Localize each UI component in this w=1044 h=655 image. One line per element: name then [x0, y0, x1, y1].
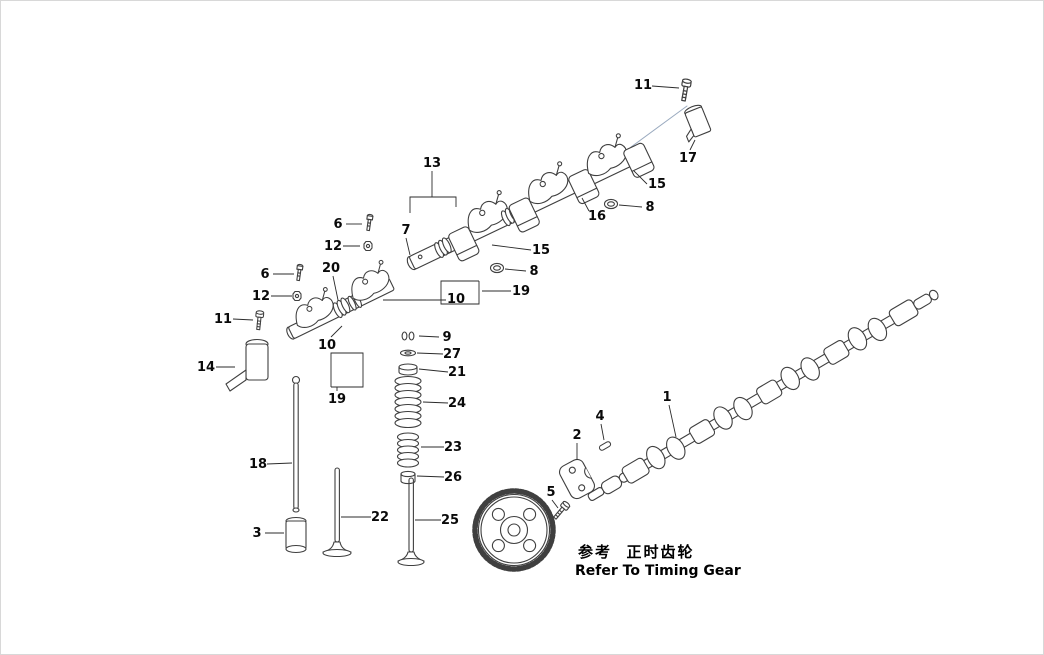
callout-label: 7 [401, 223, 410, 238]
callout-leader [618, 204, 643, 208]
woodruff-key [598, 441, 612, 451]
callout-label: 21 [448, 365, 466, 380]
callout-label: 10 [318, 338, 336, 353]
callout-label: 17 [679, 151, 697, 166]
valve-keepers [401, 331, 415, 341]
callout-leader [232, 318, 254, 321]
support-bracket [225, 338, 269, 392]
callout-label: 18 [249, 457, 267, 472]
lock-nut-lower [292, 290, 302, 302]
callout-label: 16 [588, 209, 606, 224]
callout-leader [504, 268, 527, 272]
callout-leader [491, 244, 532, 251]
callout-label: 6 [260, 267, 269, 282]
callout-leader [668, 404, 677, 438]
timing-gear-note-en: Refer To Timing Gear [575, 563, 741, 579]
spring-retainer [398, 363, 418, 376]
callout-label: 22 [371, 510, 389, 525]
callout-label: 8 [529, 264, 538, 279]
callout-label: 10 [447, 292, 465, 307]
valve-spring-inner [396, 432, 420, 468]
tappet [285, 516, 307, 554]
callout-label: 19 [512, 284, 530, 299]
callout-leader [266, 462, 293, 465]
rocker-shaft-assembly [406, 132, 656, 271]
adjusting-screw-lower [294, 263, 304, 282]
callout-label: 27 [443, 347, 461, 362]
callout-label: 14 [197, 360, 215, 375]
callout-leader [418, 368, 449, 373]
callout-label: 26 [444, 470, 462, 485]
callout-label: 20 [322, 261, 340, 276]
valve-exhaust [397, 477, 425, 567]
mount-bolt-top [678, 77, 693, 103]
lock-nut-upper [363, 240, 373, 252]
callout-label: 15 [532, 243, 550, 258]
timing-gear [472, 488, 556, 572]
callout-leader [409, 196, 457, 213]
callout-leader [332, 275, 339, 301]
callout-leader [405, 237, 411, 256]
callout-leader [651, 85, 680, 89]
callout-leader [581, 197, 590, 212]
callout-label: 24 [448, 396, 466, 411]
callout-leader [422, 401, 449, 404]
callout-label: 23 [444, 440, 462, 455]
spacer-ring-lower [489, 262, 505, 274]
callout-label: 6 [333, 217, 342, 232]
callout-label: 15 [648, 177, 666, 192]
callout-leader [416, 352, 444, 355]
callout-leader [689, 139, 696, 151]
shaft-mount [684, 104, 712, 143]
callout-leader [330, 325, 343, 338]
callout-leader [416, 475, 445, 478]
callout-leader [551, 499, 559, 509]
callout-leader [330, 352, 364, 388]
pushrod [291, 375, 301, 513]
callout-label: 12 [324, 239, 342, 254]
support-bolt [253, 309, 265, 331]
callout-label: 11 [634, 78, 652, 93]
camshaft [587, 289, 939, 501]
callout-label: 9 [442, 330, 451, 345]
callout-label: 11 [214, 312, 232, 327]
valve-seal [400, 470, 416, 485]
bolt-guide-line [630, 105, 688, 148]
callout-label: 25 [441, 513, 459, 528]
callout-label: 5 [546, 485, 555, 500]
callout-leader [600, 423, 605, 441]
spring-washer [399, 349, 417, 357]
callout-label: 1 [662, 390, 671, 405]
adjusting-screw-upper [364, 213, 374, 232]
valve-intake [322, 467, 352, 558]
callout-label: 19 [328, 392, 346, 407]
callout-label: 2 [572, 428, 581, 443]
callout-label: 3 [252, 526, 261, 541]
callout-label: 13 [423, 156, 441, 171]
thrust-plate [558, 458, 596, 500]
valve-spring-outer [394, 375, 422, 429]
callout-label: 8 [645, 200, 654, 215]
callout-label: 4 [595, 409, 604, 424]
rocker-arm-subassembly [286, 259, 395, 340]
callout-leader [440, 280, 480, 305]
callout-label: 12 [252, 289, 270, 304]
timing-gear-note-cn: 参考 正时齿轮 [578, 543, 695, 561]
spacer-ring-upper [603, 198, 619, 210]
callout-leader [418, 335, 440, 338]
callout-leader [633, 170, 648, 185]
